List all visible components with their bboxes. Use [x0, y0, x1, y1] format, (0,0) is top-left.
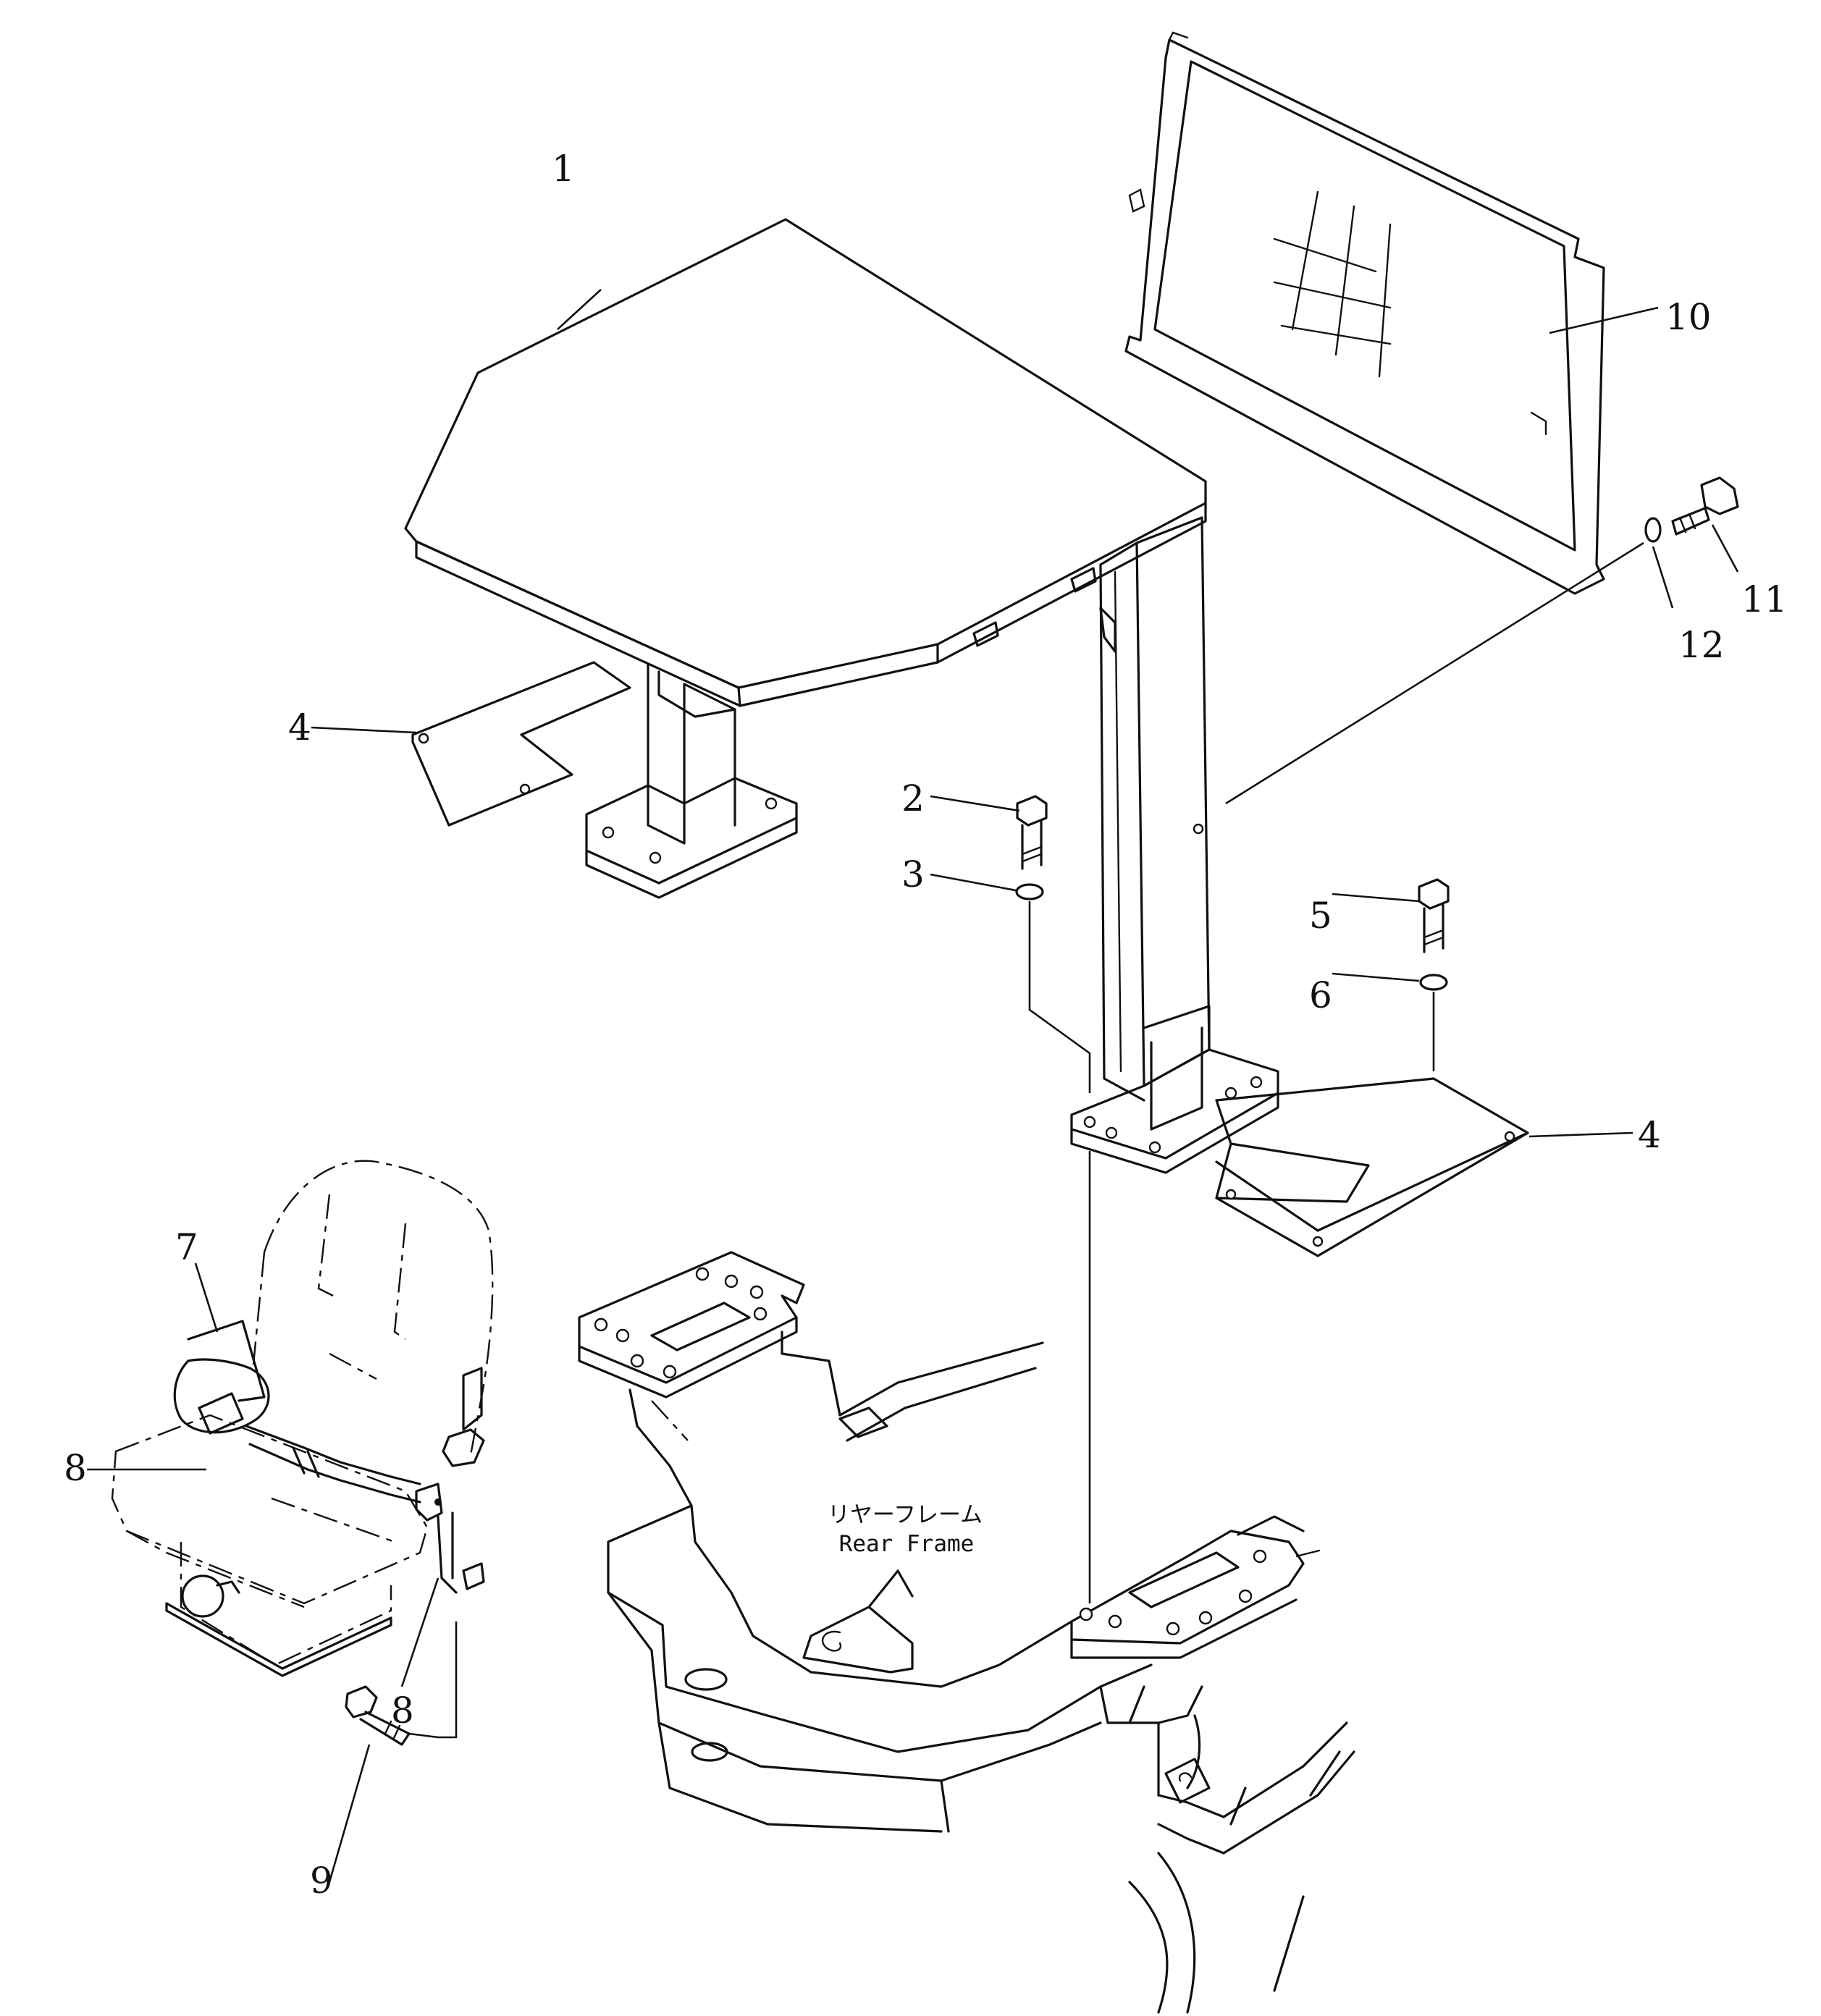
washer-6: [1419, 974, 1448, 991]
callout-3: 3: [901, 853, 925, 895]
floor-plate-left: [411, 661, 631, 827]
washer-3: [1015, 883, 1044, 901]
callout-11: 11: [1741, 578, 1788, 620]
callout-10: 10: [1665, 296, 1712, 338]
bolt-5: [1418, 878, 1450, 953]
callout-2: 2: [901, 777, 925, 819]
rear-frame-label-en: Rear Frame: [839, 1531, 975, 1557]
callout-9: 9: [310, 1860, 333, 1902]
rear-frame: [578, 1251, 1355, 2014]
rear-frame-label-jp: リヤーフレーム: [828, 1502, 983, 1528]
washer-12: [1644, 517, 1662, 543]
bolt-9: [345, 1685, 411, 1746]
bolt-2: [1016, 795, 1048, 870]
operator-seat: [111, 1160, 494, 1677]
callout-5: 5: [1309, 895, 1332, 937]
callout-8-upper: 8: [64, 1447, 87, 1489]
assembly-lines: [87, 289, 1739, 1883]
callout-4-left: 4: [288, 707, 311, 748]
callout-7: 7: [175, 1226, 198, 1268]
seat-belt: [173, 1358, 485, 1594]
callout-12: 12: [1678, 624, 1725, 666]
rear-guard-panel: [1124, 31, 1605, 595]
callout-6: 6: [1309, 974, 1332, 1016]
callout-1: 1: [552, 148, 575, 190]
callout-8-lower: 8: [391, 1690, 414, 1732]
callout-4-right: 4: [1638, 1114, 1661, 1156]
bolt-11: [1671, 476, 1739, 536]
rear-frame-label: リヤーフレーム Rear Frame: [828, 1502, 983, 1557]
floor-plate-right: [1215, 1077, 1529, 1257]
callout-labels: 1 2 3 4 4 5 6 7 8 8 9 10 11 12: [64, 148, 1788, 1902]
canopy: [404, 218, 1279, 1174]
